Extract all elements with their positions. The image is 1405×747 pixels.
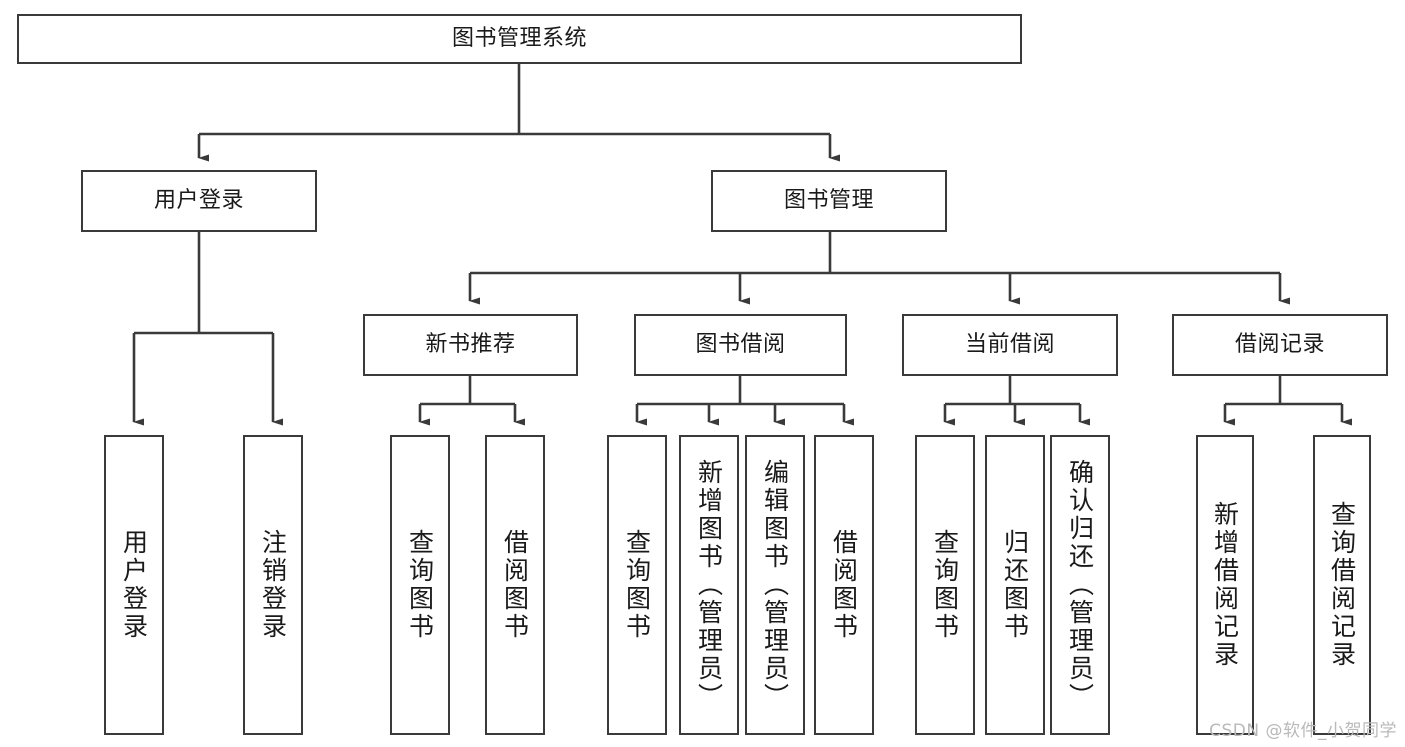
- node-new-book-recommend[interactable]: 新书推荐: [363, 314, 578, 376]
- node-leaf-borrow-book-1[interactable]: 借阅图书: [485, 435, 545, 735]
- node-root-system[interactable]: 图书管理系统: [17, 14, 1022, 64]
- node-leaf-add-book[interactable]: 新增图书（管理员）: [679, 435, 739, 735]
- node-label: 编辑图书（管理员）: [760, 459, 790, 711]
- node-label: 借阅图书: [500, 529, 530, 641]
- node-label: 用户登录: [119, 529, 149, 641]
- node-label: 确认归还（管理员）: [1065, 459, 1095, 711]
- node-label: 注销登录: [258, 529, 288, 641]
- node-label: 当前借阅: [964, 332, 1055, 358]
- node-label: 图书管理: [783, 188, 874, 214]
- node-borrow-record[interactable]: 借阅记录: [1172, 314, 1388, 376]
- node-leaf-query-book-2[interactable]: 查询图书: [607, 435, 667, 735]
- node-book-manage[interactable]: 图书管理: [711, 170, 947, 232]
- node-leaf-edit-book[interactable]: 编辑图书（管理员）: [745, 435, 805, 735]
- node-leaf-borrow-book-2[interactable]: 借阅图书: [814, 435, 874, 735]
- node-label: 新增图书（管理员）: [694, 459, 724, 711]
- node-label: 查询图书: [405, 529, 435, 641]
- node-book-borrow[interactable]: 图书借阅: [634, 314, 847, 376]
- node-leaf-logout[interactable]: 注销登录: [243, 435, 303, 735]
- node-leaf-query-book-1[interactable]: 查询图书: [390, 435, 450, 735]
- node-label: 新增借阅记录: [1210, 501, 1240, 669]
- node-label: 查询借阅记录: [1327, 501, 1357, 669]
- node-leaf-query-borrow-record[interactable]: 查询借阅记录: [1313, 435, 1371, 735]
- node-label: 图书借阅: [695, 332, 786, 358]
- node-label: 查询图书: [930, 529, 960, 641]
- node-leaf-return-book[interactable]: 归还图书: [985, 435, 1045, 735]
- node-label: 借阅图书: [829, 529, 859, 641]
- node-user-login[interactable]: 用户登录: [81, 170, 317, 232]
- node-leaf-query-book-3[interactable]: 查询图书: [915, 435, 975, 735]
- node-leaf-user-login[interactable]: 用户登录: [104, 435, 164, 735]
- node-current-borrow[interactable]: 当前借阅: [902, 314, 1118, 376]
- node-label: 用户登录: [153, 188, 244, 214]
- node-label: 借阅记录: [1234, 332, 1325, 358]
- node-label: 查询图书: [622, 529, 652, 641]
- node-label: 图书管理系统: [451, 26, 587, 52]
- csdn-watermark: CSDN @软件_小贺同学: [1209, 721, 1397, 741]
- node-leaf-add-borrow-record[interactable]: 新增借阅记录: [1196, 435, 1254, 735]
- node-label: 新书推荐: [425, 332, 516, 358]
- node-leaf-confirm-return[interactable]: 确认归还（管理员）: [1050, 435, 1110, 735]
- node-label: 归还图书: [1000, 529, 1030, 641]
